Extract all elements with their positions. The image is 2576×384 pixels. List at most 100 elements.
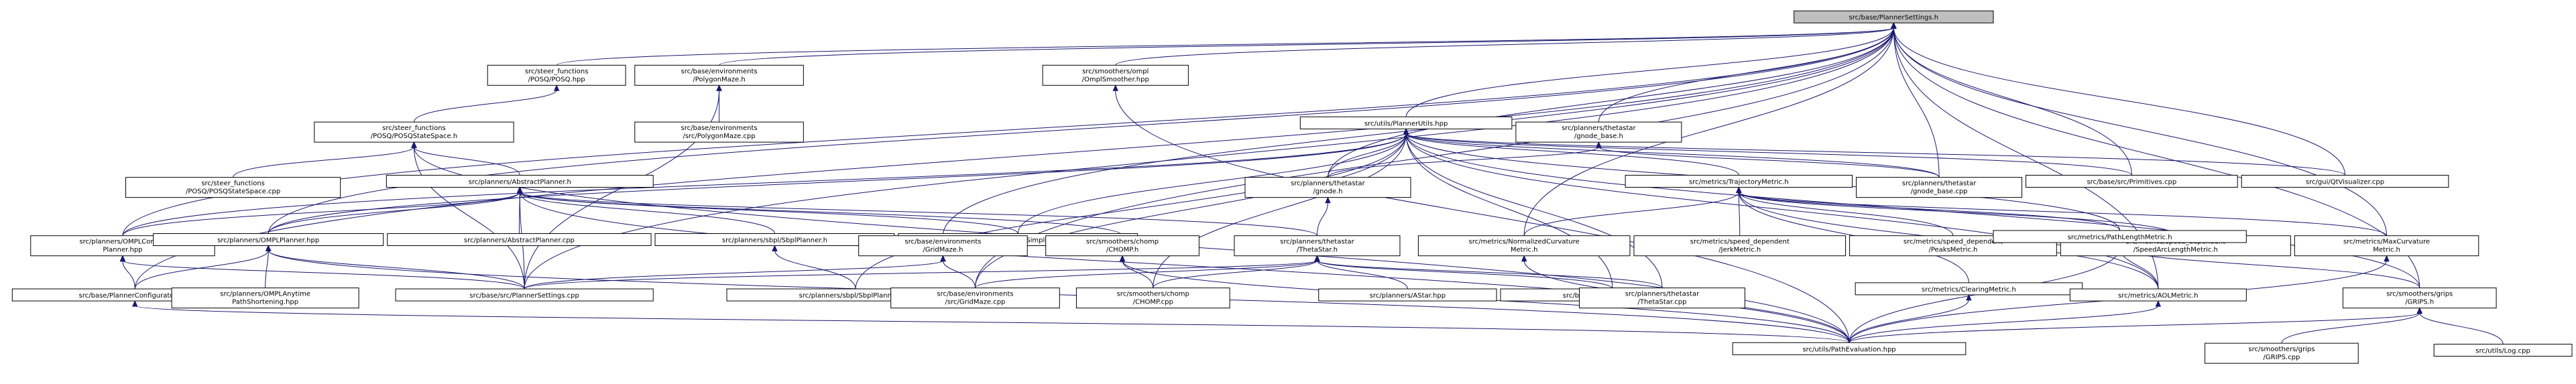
node-label: /GRIPS.cpp xyxy=(2264,354,2300,361)
node-pathlengthmetric-h[interactable]: src/metrics/PathLengthMetric.h xyxy=(1993,230,2247,243)
node-grips-h[interactable]: src/smoothers/grips/GRIPS.h xyxy=(2342,287,2497,309)
edge-gridmaze_cpp-to-gridmaze_h xyxy=(942,260,976,288)
edge-chomp_cpp-to-thetastar_h xyxy=(1153,260,1318,288)
node-chomp-h[interactable]: src/smoothers/chomp/CHOMP.h xyxy=(1045,235,1199,257)
node-label: /ThetaStar.h xyxy=(1297,247,1338,254)
edge-gnode_base_cpp-to-root xyxy=(1893,27,1940,178)
node-qtvisualizer-cpp[interactable]: src/gui/QtVisualizer.cpp xyxy=(2241,174,2449,188)
node-log-cpp[interactable]: src/utils/Log.cpp xyxy=(2433,344,2573,357)
node-plannersettings-cpp[interactable]: src/base/src/PlannerSettings.cpp xyxy=(395,288,654,302)
node-gnode-base-h[interactable]: src/planners/thetastar/gnode_base.h xyxy=(1515,121,1682,143)
edge-pathevaluation_hpp-to-clearingmetric_h xyxy=(1849,299,1969,343)
node-label: src/planners/thetastar xyxy=(1902,180,1977,188)
edge-plannersettings_cpp-to-posqstatespace_h xyxy=(413,147,525,290)
node-label: src/planners/thetastar xyxy=(1291,180,1365,188)
node-label: src/planners/thetastar xyxy=(1280,239,1354,246)
edge-primitives_cpp-to-root xyxy=(1893,27,2132,176)
node-thetastar-cpp[interactable]: src/planners/thetastar/ThetaStar.cpp xyxy=(1579,287,1745,309)
node-box xyxy=(487,64,626,86)
node-polygonmaze-h[interactable]: src/base/environments/PolygonMaze.h xyxy=(634,64,804,86)
node-box xyxy=(1732,342,1967,355)
node-label: Planner.hpp xyxy=(103,247,142,254)
node-box xyxy=(1633,235,1847,257)
node-box xyxy=(2342,287,2497,309)
edge-maxcurvature_h-to-root xyxy=(1893,27,2388,236)
node-box xyxy=(387,233,652,247)
edge-omplsimplifier_hpp-to-plannerutils_hpp xyxy=(1017,133,1407,234)
node-plannerutils-hpp[interactable]: src/utils/PlannerUtils.hpp xyxy=(1299,116,1513,129)
edge-omplcontrolplanner_hpp-to-plannerutils_hpp xyxy=(122,133,1407,236)
node-label: src/planners/sbpl/SbplPlanner.h xyxy=(722,237,827,245)
node-abstractplanner-cpp[interactable]: src/planners/AbstractPlanner.cpp xyxy=(387,233,652,247)
node-aolmetric-h[interactable]: src/metrics/AOLMetric.h xyxy=(2069,288,2247,302)
node-box xyxy=(634,64,804,86)
node-omplplanner-hpp[interactable]: src/planners/OMPLPlanner.hpp xyxy=(153,233,384,247)
node-trajectorymetric-h[interactable]: src/metrics/TrajectoryMetric.h xyxy=(1625,174,1853,188)
node-gnode-h[interactable]: src/planners/thetastar/gnode.h xyxy=(1244,177,1411,198)
node-posqstatespace-cpp[interactable]: src/steer_functions/POSQ/POSQStateSpace.… xyxy=(125,177,341,198)
node-label: src/planners/AbstractPlanner.cpp xyxy=(464,237,575,245)
node-box xyxy=(1318,288,1497,302)
edge-astar_hpp-to-thetastar_h xyxy=(1316,260,1408,290)
edge-grips_h-to-plannerutils_hpp xyxy=(1405,133,2420,288)
edge-pathevaluation_hpp-to-maxcurvature_h xyxy=(1849,260,2388,343)
node-box xyxy=(2069,288,2247,302)
node-label: /OmplSmoother.hpp xyxy=(1082,76,1149,83)
node-label: src/base/environments xyxy=(904,239,981,246)
edge-gnode_base_cpp-to-plannerutils_hpp xyxy=(1405,133,1940,178)
edge-arrowhead xyxy=(553,84,560,91)
edge-omplanytime_hpp-to-omplplanner_hpp xyxy=(265,250,269,288)
node-pathevaluation-hpp[interactable]: src/utils/PathEvaluation.hpp xyxy=(1732,342,1967,355)
node-label: /gnode.h xyxy=(1313,188,1342,196)
node-thetastar-h[interactable]: src/planners/thetastar/ThetaStar.h xyxy=(1234,235,1401,257)
edge-posq_hpp-to-root xyxy=(556,27,1894,66)
node-label: /SpeedArcLengthMetric.h xyxy=(2133,247,2218,254)
node-box xyxy=(1417,235,1631,257)
node-gridmaze-cpp[interactable]: src/base/environments/src/GridMaze.cpp xyxy=(890,287,1060,309)
edge-sbplplanner_h-to-abstractplanner_h xyxy=(519,192,775,234)
edge-sbplplanner_cpp-to-plannerutils_hpp xyxy=(855,133,1407,290)
node-box xyxy=(386,174,654,188)
node-label: src/smoothers/chomp xyxy=(1086,239,1159,246)
edge-arrowhead xyxy=(1112,84,1118,91)
node-label: src/planners/AStar.hpp xyxy=(1370,292,1446,300)
node-gridmaze-h[interactable]: src/base/environments/GridMaze.h xyxy=(858,235,1028,257)
node-abstractplanner-h[interactable]: src/planners/AbstractPlanner.h xyxy=(386,174,654,188)
node-posqstatespace-h[interactable]: src/steer_functions/POSQ/POSQStateSpace.… xyxy=(314,121,514,143)
node-label: src/metrics/PathLengthMetric.h xyxy=(2068,234,2172,241)
edge-omplsmoother_hpp-to-root xyxy=(1115,27,1894,66)
node-posq-hpp[interactable]: src/steer_functions/POSQ/POSQ.hpp xyxy=(487,64,626,86)
node-omplsmoother-hpp[interactable]: src/smoothers/ompl/OmplSmoother.hpp xyxy=(1042,64,1189,86)
edge-plannerutils_hpp-to-root xyxy=(1405,27,1894,117)
node-root[interactable]: src/base/PlannerSettings.h xyxy=(1794,10,1994,23)
edge-peaksmetric_h-to-trajectorymetric_h xyxy=(1738,192,1954,236)
node-box xyxy=(2026,174,2238,188)
node-jerkmetric-h[interactable]: src/metrics/speed_dependent/JerkMetric.h xyxy=(1633,235,1847,257)
node-polygonmaze-cpp[interactable]: src/base/environments/src/PolygonMaze.cp… xyxy=(634,121,804,143)
node-label: src/smoothers/chomp xyxy=(1117,291,1189,298)
edge-pathlengthmetric_h-to-trajectorymetric_h xyxy=(1738,192,2121,231)
node-primitives-cpp[interactable]: src/base/src/Primitives.cpp xyxy=(2026,174,2238,188)
edge-gnode_base_cpp-to-gnode_base_h xyxy=(1598,146,1940,178)
edge-maxcurvature_h-to-trajectorymetric_h xyxy=(1738,192,2388,237)
edge-thetastar_cpp-to-thetastar_h xyxy=(1316,260,1663,289)
edge-arrowhead xyxy=(516,186,523,193)
node-omplanytime-hpp[interactable]: src/planners/OMPLAnytimePathShortening.h… xyxy=(171,287,359,309)
node-gnode-base-cpp[interactable]: src/planners/thetastar/gnode_base.cpp xyxy=(1856,177,2023,198)
node-label: /CHOMP.cpp xyxy=(1133,299,1173,306)
node-label: /gnode_base.cpp xyxy=(1911,188,1968,196)
node-clearingmetric-h[interactable]: src/metrics/ClearingMetric.h xyxy=(1855,282,2083,296)
node-label: src/planners/OMPLControl xyxy=(79,239,166,246)
edge-pathevaluation_hpp-to-abstractplanner_h xyxy=(519,192,1850,343)
node-label: /PolygonMaze.h xyxy=(693,76,745,83)
node-grips-cpp[interactable]: src/smoothers/grips/GRIPS.cpp xyxy=(2205,342,2359,364)
edge-arrowhead xyxy=(1736,186,1742,193)
node-label: src/base/src/Primitives.cpp xyxy=(2087,178,2176,186)
edge-arrowhead xyxy=(265,245,272,252)
node-box xyxy=(1993,230,2247,243)
node-chomp-cpp[interactable]: src/smoothers/chomp/CHOMP.cpp xyxy=(1075,287,1230,309)
node-astar-hpp[interactable]: src/planners/AStar.hpp xyxy=(1318,288,1497,302)
